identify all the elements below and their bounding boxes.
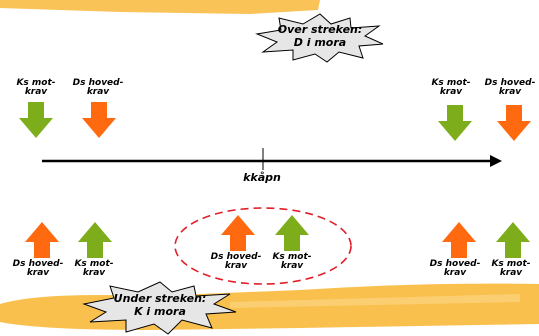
label-ks-motkrav: Ks mot- krav [485,260,537,278]
label-ks-motkrav: Ks mot- krav [68,260,120,278]
orange-up-arrow [25,222,59,258]
green-up-arrow [78,222,112,258]
label-ds-hovedkrav: Ds hoved- krav [423,260,487,278]
timeline-arrowhead [490,155,502,167]
green-down-arrow [19,102,53,138]
green-down-arrow [438,105,472,141]
timeline-label: kkåpn [232,171,292,184]
orange-up-arrow [221,215,255,251]
orange-down-arrow [82,102,116,138]
label-ds-hovedkrav: Ds hoved- krav [68,79,128,97]
label-ds-hovedkrav: Ds hoved- krav [481,79,539,97]
label-ds-hovedkrav: Ds hoved- krav [6,260,70,278]
orange-down-arrow [497,105,531,141]
orange-up-arrow [442,222,476,258]
green-up-arrow [275,215,309,251]
label-ks-motkrav: Ks mot- krav [426,79,476,97]
green-up-arrow [496,222,530,258]
label-ks-motkrav: Ks mot- krav [266,253,318,271]
label-ds-hovedkrav: Ds hoved- krav [204,253,268,271]
dashed-ellipse [172,205,354,287]
label-ks-motkrav: Ks mot- krav [12,79,60,97]
